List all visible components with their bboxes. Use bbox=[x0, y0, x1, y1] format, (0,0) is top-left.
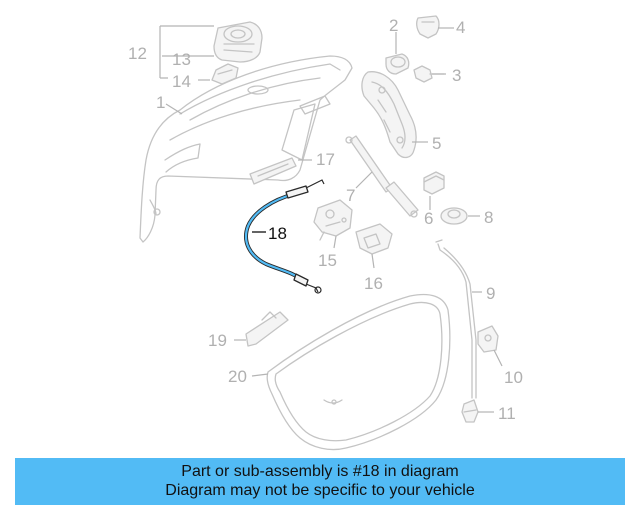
callout-14: 14 bbox=[172, 72, 191, 91]
cable-lower-end bbox=[293, 273, 309, 287]
handle-part-17[interactable] bbox=[249, 157, 297, 185]
rod-part-9[interactable] bbox=[435, 239, 477, 399]
callout-8: 8 bbox=[484, 208, 493, 227]
release-handle-part-19[interactable] bbox=[245, 311, 289, 347]
gas-strut-part-7[interactable] bbox=[345, 135, 419, 218]
callout-2: 2 bbox=[389, 16, 398, 35]
bumper-part-2[interactable] bbox=[385, 53, 410, 75]
cable-lower-loop bbox=[314, 286, 322, 294]
callout-19: 19 bbox=[208, 331, 227, 350]
latch-part-15[interactable] bbox=[313, 199, 353, 241]
cable-upper-wire bbox=[305, 179, 325, 189]
release-cable-body bbox=[244, 192, 304, 282]
callout-1: 1 bbox=[156, 93, 165, 112]
release-cable-part-18[interactable] bbox=[244, 179, 325, 294]
banner-line-part-number: Part or sub-assembly is #18 in diagram bbox=[181, 463, 459, 480]
callout-17: 17 bbox=[316, 150, 335, 169]
callout-9: 9 bbox=[486, 284, 495, 303]
callout-10: 10 bbox=[504, 368, 523, 387]
callout-5: 5 bbox=[432, 134, 441, 153]
callout-20: 20 bbox=[228, 367, 247, 386]
callout-7: 7 bbox=[346, 186, 355, 205]
hinge-part-5[interactable] bbox=[361, 71, 417, 159]
trunk-lid-part-1[interactable] bbox=[139, 55, 353, 243]
callout-12: 12 bbox=[128, 44, 147, 63]
grommet-part-8[interactable] bbox=[440, 207, 468, 225]
clip-part-4[interactable] bbox=[416, 15, 440, 39]
lock-switch-part-14[interactable] bbox=[211, 63, 239, 85]
callout-16: 16 bbox=[364, 274, 383, 293]
leader-lines bbox=[159, 25, 503, 413]
plug-part-11[interactable] bbox=[461, 399, 479, 423]
callout-11: 11 bbox=[498, 404, 516, 423]
callout-4: 4 bbox=[456, 18, 465, 37]
callout-labels: 1 2 3 4 5 6 7 8 9 10 11 12 13 14 15 16 1… bbox=[128, 16, 523, 423]
bump-stop-part-6[interactable] bbox=[423, 171, 445, 195]
callout-6: 6 bbox=[424, 209, 433, 228]
bracket-part-10[interactable] bbox=[477, 325, 499, 353]
cable-upper-end bbox=[285, 185, 309, 199]
callout-13: 13 bbox=[172, 50, 191, 69]
info-banner: Part or sub-assembly is #18 in diagram D… bbox=[15, 458, 625, 505]
weatherstrip-part-20[interactable] bbox=[266, 293, 451, 451]
lock-cylinder-part-13[interactable] bbox=[213, 21, 263, 63]
callout-18[interactable]: 18 bbox=[268, 224, 287, 243]
callout-3: 3 bbox=[452, 66, 461, 85]
banner-line-disclaimer: Diagram may not be specific to your vehi… bbox=[165, 482, 475, 499]
callout-15: 15 bbox=[318, 251, 337, 270]
striker-part-16[interactable] bbox=[355, 223, 393, 255]
